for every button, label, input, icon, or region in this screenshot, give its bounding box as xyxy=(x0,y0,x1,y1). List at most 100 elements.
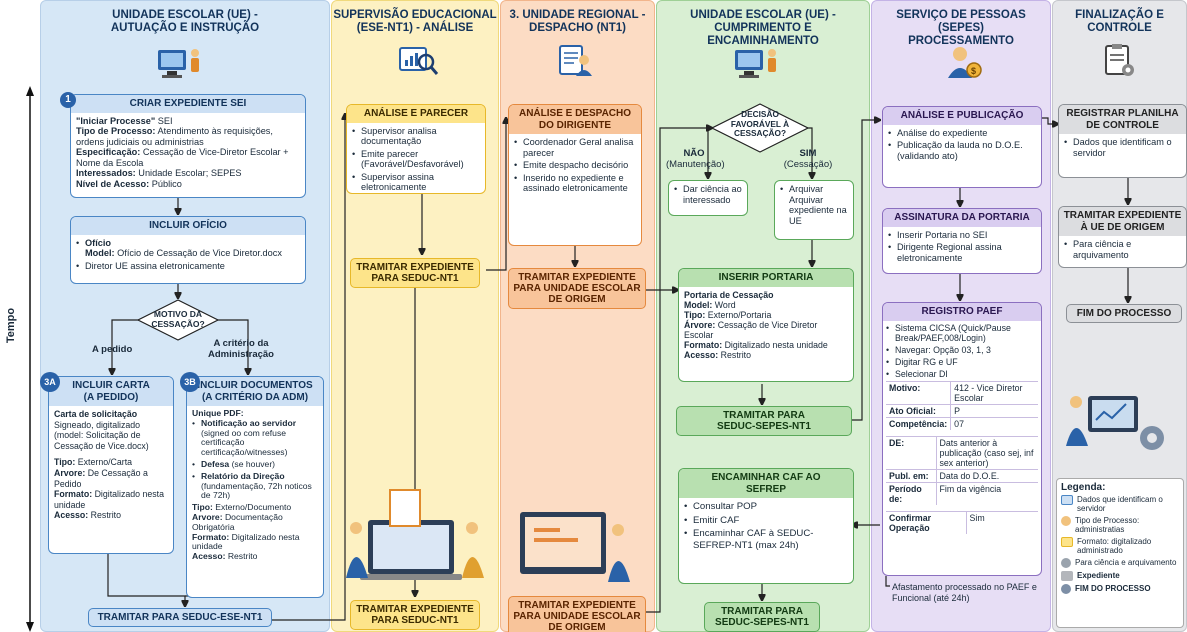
step-number-badge: 1 xyxy=(60,92,76,108)
box-title: ANÁLISE E DESPACHO DO DIRIGENTE xyxy=(509,105,641,134)
person-coin-icon: $ xyxy=(948,47,982,78)
box-title: ANÁLISE E PARECER xyxy=(347,105,485,123)
document-icon xyxy=(1061,495,1073,505)
doc-item: Defesa (se houver) xyxy=(192,459,318,470)
branch-label-sim: SIM(Cessação) xyxy=(783,148,833,170)
bullet-item: Supervisor assina eletronicamente xyxy=(352,172,480,193)
pencil-doc-icon xyxy=(1061,537,1073,547)
paef-table-2: DE:Dats anterior à publicação (caso sej,… xyxy=(886,435,1038,505)
person-icon xyxy=(1061,516,1071,526)
folder-icon xyxy=(1061,571,1073,581)
lane-title: 3. UNIDADE REGIONAL - DESPACHO (NT1) xyxy=(509,9,646,34)
bullet-item: Dirigente Regional assina eletronicament… xyxy=(888,242,1036,263)
step-number-badge: 3A xyxy=(40,372,60,392)
analise-despacho-box: ANÁLISE E DESPACHO DO DIRIGENTE Coordena… xyxy=(508,104,642,246)
field-line: "Iniciar Processe" SEI xyxy=(76,115,173,126)
incluir-carta-box: INCLUIR CARTA (A PEDIDO) Carta de solici… xyxy=(48,376,174,554)
table-row: Ato Oficial:P xyxy=(886,403,1038,417)
svg-text:$: $ xyxy=(971,66,976,76)
lane-title: SUPERVISÃO EDUCACIONAL (ESE-NT1) - ANÁLI… xyxy=(333,9,497,34)
analise-parecer-box: ANÁLISE E PARECER Supervisor analisa doc… xyxy=(346,104,486,194)
bullet-item: Análise do expediente xyxy=(888,128,1036,139)
decision-text: MOTIVO DA CESSAÇÃO? xyxy=(151,309,205,329)
box-body: Carta de solicitação Signeado, digitaliz… xyxy=(54,409,165,521)
box-title: ASSINATURA DA PORTARIA xyxy=(883,209,1041,227)
bullet-item: Para ciência e arquivamento xyxy=(1064,239,1181,260)
computer-person-icon xyxy=(158,49,199,78)
bullet-item: Navegar: Opção 03, 1, 3 xyxy=(886,345,1038,355)
bullet-item: Digitar RG e UF xyxy=(886,357,1038,367)
registro-paef-box: REGISTRO PAEF Sistema CICSA (Quick/Pause… xyxy=(882,302,1042,576)
inserir-portaria-box: INSERIR PORTARIA Portaria de Cessação Mo… xyxy=(678,268,854,382)
branch-label-a-criterio: A critério da Administração xyxy=(208,338,274,360)
lane-title: UNIDADE ESCOLAR (UE) - AUTUAÇÃO E INSTRU… xyxy=(110,9,260,34)
box-title: CRIAR EXPEDIENTE SEI xyxy=(71,95,305,113)
box-title: INCLUIR OFÍCIO xyxy=(71,217,305,235)
field-line: Especificação: Cessação de Vice-Diretor … xyxy=(76,147,289,168)
lane-title: UNIDADE ESCOLAR (UE) - CUMPRIMENTO E ENC… xyxy=(690,9,836,47)
box-body: Para ciência e arquivamento xyxy=(1059,236,1186,265)
analise-publicacao-box: ANÁLISE E PUBLICAÇÃO Análise do expedien… xyxy=(882,106,1042,188)
magnifier-chart-icon xyxy=(399,47,439,75)
encaminhar-caf-box: ENCAMINHAR CAF AO SEFREP Consultar POP Em… xyxy=(678,468,854,584)
legend-item: Dados que identificam o servidor xyxy=(1061,495,1179,513)
legend: Legenda: Dados que identificam o servido… xyxy=(1056,478,1184,628)
bullet-item: Dados que identificam o servidor xyxy=(1064,137,1181,158)
box-body: Portaria de Cessação Model: Word Tipo: E… xyxy=(684,289,828,360)
legend-item: Tipo de Processo: administratias xyxy=(1061,516,1179,534)
bullet-item: Publicação da lauda no D.O.E. (validando… xyxy=(888,140,1036,161)
box-title: ENCAMINHAR CAF AO SEFREP xyxy=(679,469,853,498)
bullet-item: Selecionar DI xyxy=(886,369,1038,379)
box-body: Dados que identificam o servidor xyxy=(1059,134,1186,163)
gear-icon xyxy=(1061,584,1071,594)
incluir-documentos-box: INCLUIR DOCUMENTOS (A CRITÉRIO DA ADM) U… xyxy=(186,376,324,598)
legend-title: Legenda: xyxy=(1061,482,1106,493)
step-number-badge: 3B xyxy=(180,372,200,392)
tramitar-seduc-nt1-pill-2: TRAMITAR EXPEDIENTE PARA SEDUC-NT1 xyxy=(350,600,480,630)
oficio-sign-item: Diretor UE assina eletronicamente xyxy=(76,261,300,272)
branch-label-a-pedido: A pedido xyxy=(92,344,133,355)
bullet-item: Supervisor analisa documentação xyxy=(352,126,480,147)
tramitar-ue-origem-pill: TRAMITAR EXPEDIENTE PARA UNIDADE ESCOLAR… xyxy=(508,268,646,309)
gear-icon xyxy=(1061,558,1071,568)
bullet-item: Inserido no expediente e assinado eletro… xyxy=(514,173,636,194)
table-row: Motivo:412 - Vice Diretor Escolar xyxy=(886,380,1038,404)
box-body: Unique PDF: Notificação ao servidor (sig… xyxy=(187,406,323,565)
lane-title: FINALIZAÇÃO E CONTROLE xyxy=(1075,9,1164,34)
box-body: Dar ciência ao interessado xyxy=(669,181,747,210)
criar-expediente-box: CRIAR EXPEDIENTE SEI "Iniciar Processe" … xyxy=(70,94,306,198)
bullet-item: Emitir CAF xyxy=(684,515,848,527)
box-body: Supervisor analisa documentaçãoEmite par… xyxy=(347,123,485,194)
bullet-item: Sistema CICSA (Quick/Pause Break/PAEF,00… xyxy=(886,323,1038,343)
field-line: Nível de Acesso: Público xyxy=(76,179,182,190)
tramitar-sepes-nt1-pill-2: TRAMITAR PARA SEDUC-SEPES-NT1 xyxy=(704,602,820,632)
bullet-item: Inserir Portaria no SEI xyxy=(888,230,1036,241)
assinatura-portaria-box: ASSINATURA DA PORTARIA Inserir Portaria … xyxy=(882,208,1042,274)
bullet-item: Encaminhar CAF à SEDUC-SEFREP-NT1 (max 2… xyxy=(684,528,848,551)
table-row: Publ. em:Data do D.O.E. xyxy=(886,468,1038,482)
afastamento-note: Afastamento processado no PAEF e Funcion… xyxy=(892,582,1037,603)
bullet-item: Emite despacho decisório xyxy=(514,160,636,171)
bullet-item: Consultar POP xyxy=(684,501,848,513)
box-title: INSERIR PORTARIA xyxy=(679,269,853,287)
tramitar-sepes-nt1-pill: TRAMITAR PARA SEDUC-SEPES-NT1 xyxy=(676,406,852,436)
legend-item: Para ciência e arquivamento xyxy=(1061,558,1179,568)
table-row: DE:Dats anterior à publicação (caso sej,… xyxy=(886,435,1038,469)
box-body: Consultar POP Emitir CAFEncaminhar CAF à … xyxy=(679,498,853,556)
document-person-icon xyxy=(559,45,592,76)
legend-item: Formato: digitalizado administrado xyxy=(1061,537,1179,555)
tramitar-ese-nt1-pill: TRAMITAR PARA SEDUC-ESE-NT1 xyxy=(88,608,272,627)
box-body: Inserir Portaria no SEIDirigente Regiona… xyxy=(883,227,1041,269)
tramitar-ue-origem-box: TRAMITAR EXPEDIENTE À UE DE ORIGEM Para … xyxy=(1058,206,1187,268)
arquivar-box: Arquivar Arquivar expediente na UE xyxy=(774,180,854,240)
box-body: Análise do expedientePublicação da lauda… xyxy=(883,125,1041,167)
